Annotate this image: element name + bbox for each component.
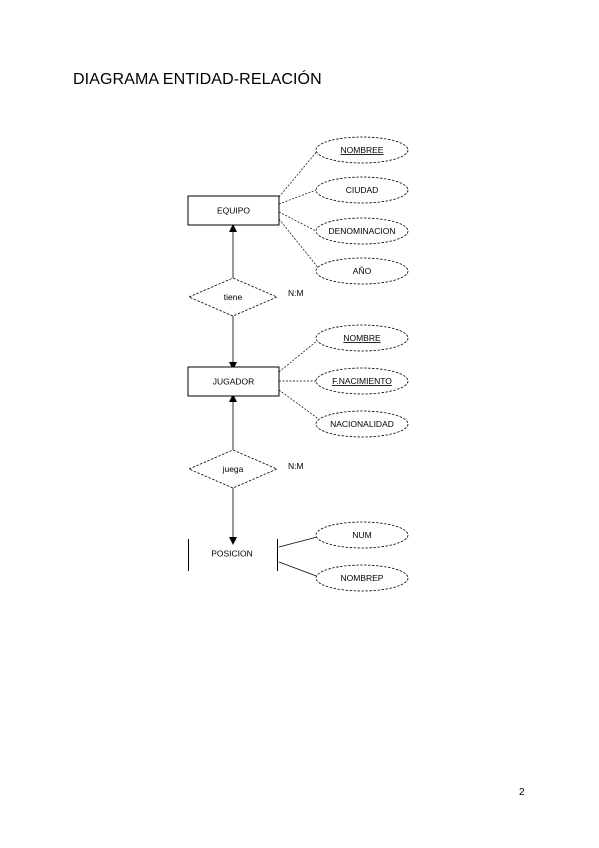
page-title: DIAGRAMA ENTIDAD-RELACIÓN bbox=[73, 71, 322, 88]
attribute-nombre: NOMBRE bbox=[315, 324, 409, 352]
attribute-denominacion: DENOMINACION bbox=[315, 217, 409, 245]
page-number: 2 bbox=[519, 787, 525, 798]
attribute-nombree: NOMBREE bbox=[315, 136, 409, 164]
attribute-nombre-label: NOMBRE bbox=[343, 333, 381, 343]
posicion-attribute-connectors bbox=[278, 536, 320, 578]
attribute-nacionalidad: NACIONALIDAD bbox=[315, 410, 409, 438]
entity-posicion-label: POSICION bbox=[211, 549, 253, 559]
relationship-juega: juega N:M bbox=[187, 449, 304, 489]
attribute-ciudad: CIUDAD bbox=[315, 176, 409, 204]
entity-equipo-label: EQUIPO bbox=[217, 206, 250, 216]
attribute-nombree-label: NOMBREE bbox=[341, 145, 384, 155]
relationship-juega-cardinality: N:M bbox=[288, 461, 304, 471]
attribute-fnacimiento: F.NACIMIENTO bbox=[315, 367, 409, 395]
relationship-tiene-cardinality: N:M bbox=[288, 288, 304, 298]
jugador-attribute-connectors bbox=[278, 339, 321, 421]
equipo-attribute-connectors bbox=[278, 149, 321, 271]
relationship-tiene: tiene N:M bbox=[187, 277, 304, 317]
attribute-ano-label: AÑO bbox=[353, 266, 372, 276]
entity-posicion: POSICION bbox=[188, 539, 278, 571]
attribute-nombrep-label: NOMBREP bbox=[341, 573, 384, 583]
attribute-num: NUM bbox=[315, 521, 409, 549]
relationship-tiene-label: tiene bbox=[224, 292, 243, 302]
attribute-nombrep: NOMBREP bbox=[315, 564, 409, 592]
attribute-ciudad-label: CIUDAD bbox=[346, 185, 379, 195]
entity-jugador-label: JUGADOR bbox=[213, 377, 255, 387]
attribute-ano: AÑO bbox=[315, 257, 409, 285]
attribute-num-label: NUM bbox=[352, 530, 371, 540]
entity-equipo: EQUIPO bbox=[187, 195, 280, 226]
attribute-nacionalidad-label: NACIONALIDAD bbox=[330, 419, 394, 429]
relationship-juega-label: juega bbox=[222, 464, 244, 474]
entity-jugador: JUGADOR bbox=[187, 366, 280, 397]
attribute-denominacion-label: DENOMINACION bbox=[328, 226, 395, 236]
attribute-fnacimiento-label: F.NACIMIENTO bbox=[332, 376, 392, 386]
